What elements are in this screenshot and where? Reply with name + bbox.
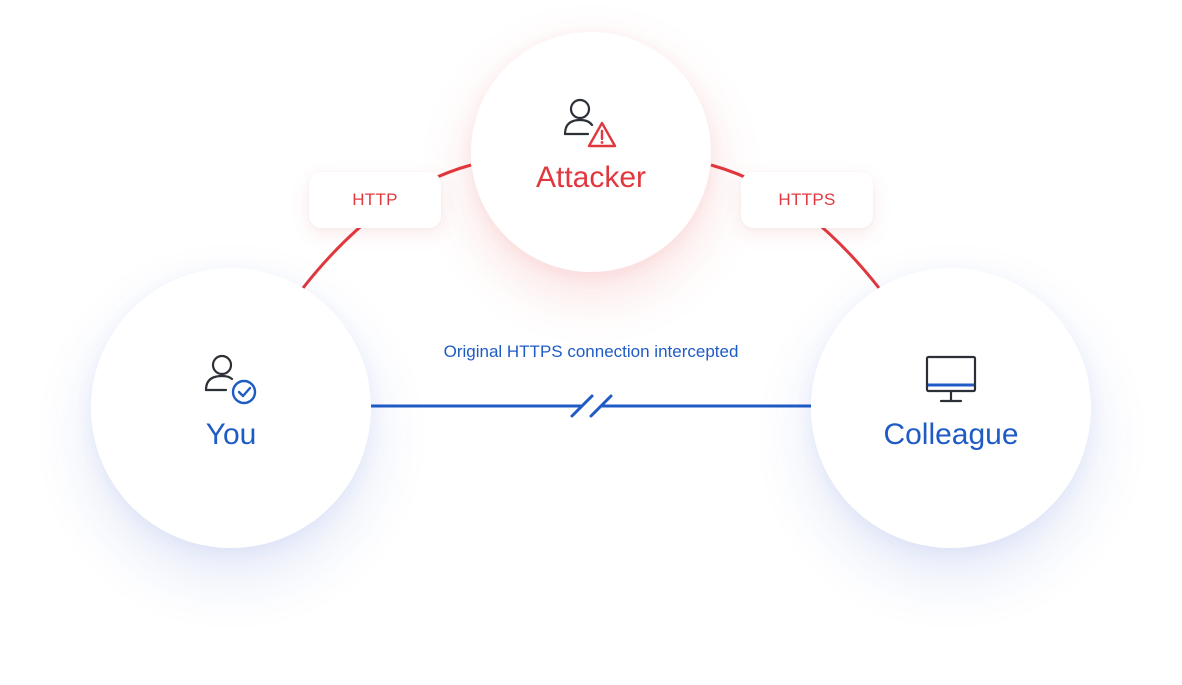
you-node: You xyxy=(91,268,371,548)
monitor-icon xyxy=(925,355,977,403)
user-warning-icon xyxy=(563,98,617,148)
you-label: You xyxy=(205,418,257,451)
colleague-label: Colleague xyxy=(883,418,1019,451)
https-badge: HTTPS xyxy=(741,172,873,228)
attacker-node: Attacker xyxy=(471,32,711,272)
http-badge: HTTP xyxy=(309,172,441,228)
break-mark-2 xyxy=(589,394,613,418)
attacker-label: Attacker xyxy=(535,161,647,194)
colleague-node: Colleague xyxy=(811,268,1091,548)
intercepted-connection-caption: Original HTTPS connection intercepted xyxy=(443,342,739,361)
user-check-icon xyxy=(204,354,257,405)
break-mark-1 xyxy=(570,394,594,418)
